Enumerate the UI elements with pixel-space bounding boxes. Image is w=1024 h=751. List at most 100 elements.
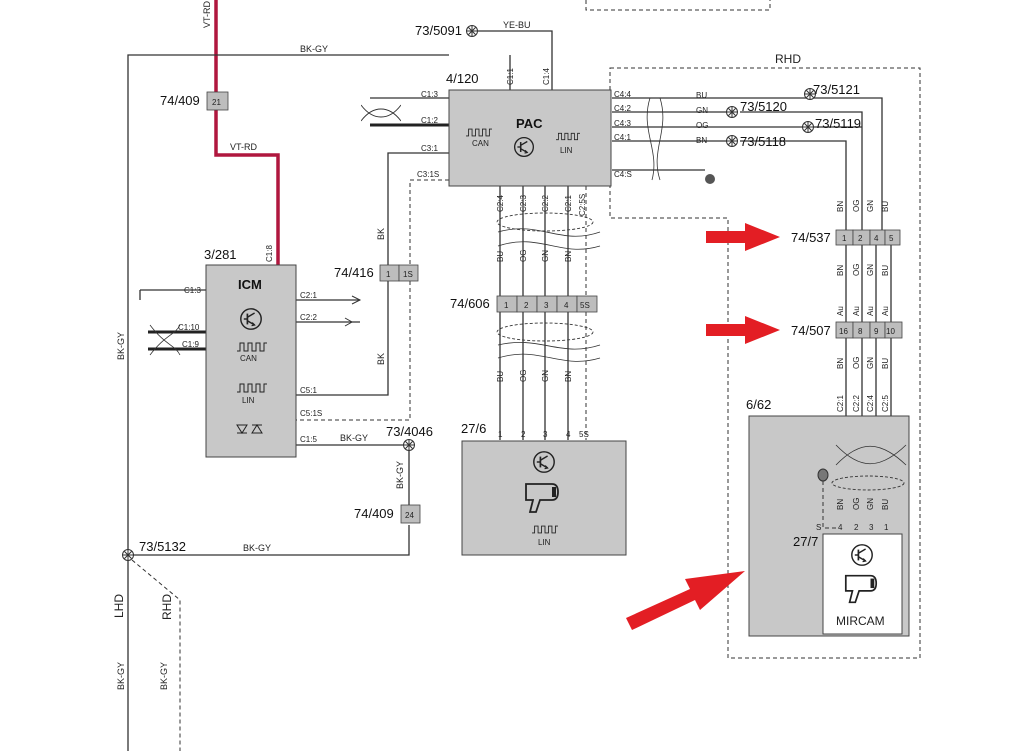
splice-5118-label: 73/5118 xyxy=(740,134,786,149)
icm-pin-c15: C1:5 xyxy=(300,435,317,444)
c74-507-pin-8: 8 xyxy=(858,327,863,336)
pac-pin-c21: C2:1 xyxy=(564,195,573,212)
splice-4046-label: 73/4046 xyxy=(386,424,433,439)
icm-title: ICM xyxy=(238,277,262,292)
camunit-pin-c24: C2:4 xyxy=(866,395,875,412)
pac-bottom-wires xyxy=(499,186,587,440)
pac-pin-c13: C1:3 xyxy=(421,90,438,99)
label-gn-pb1: GN xyxy=(541,250,550,262)
pac-pin-c31s: C3:1S xyxy=(417,170,439,179)
connector-74-537 xyxy=(835,229,901,246)
c74-537-label: 74/537 xyxy=(791,230,831,245)
splice-5091 xyxy=(466,25,478,37)
label-bn-r1: BN xyxy=(836,201,845,212)
label-rhd-left: RHD xyxy=(160,594,174,620)
label-bn-r4: BN xyxy=(836,499,845,510)
icm-pin-c110: C1:10 xyxy=(178,323,200,332)
c74-409-bot-pin: 24 xyxy=(405,511,414,520)
label-bu-r3: BU xyxy=(881,358,890,369)
connector-74-416 xyxy=(379,264,419,282)
label-vt-rd-mid: VT-RD xyxy=(230,142,258,152)
label-og-c43: OG xyxy=(696,121,708,130)
c74-606-pin-3: 3 xyxy=(544,301,549,310)
icm-module xyxy=(205,264,297,458)
c74-416-label: 74/416 xyxy=(334,265,374,280)
mircam-id: 27/7 xyxy=(793,534,818,549)
label-og-r3: OG xyxy=(852,357,861,369)
icm-diode-symbol xyxy=(236,424,263,434)
c74-416-pin-1s: 1S xyxy=(403,270,413,279)
mircam-pin-1: 1 xyxy=(884,523,889,532)
splice-5120 xyxy=(726,106,738,118)
splice-5132 xyxy=(122,549,134,561)
label-bu-pb1: BU xyxy=(496,251,505,262)
splice-5091-label: 73/5091 xyxy=(415,23,462,38)
red-annotation-arrows xyxy=(626,223,780,630)
label-og-pb2: OG xyxy=(519,370,528,382)
c74-606-label: 74/606 xyxy=(450,296,490,311)
icm-lin-label: LIN xyxy=(242,396,255,405)
label-og-pb1: OG xyxy=(519,250,528,262)
pac-pin-c4s: C4:S xyxy=(614,170,632,179)
pac-pin-c23: C2:3 xyxy=(519,195,528,212)
label-bu-pb2: BU xyxy=(496,371,505,382)
mircam-title: MIRCAM xyxy=(836,614,885,628)
icm-pin-c19: C1:9 xyxy=(182,340,199,349)
c74-606-pin-2: 2 xyxy=(524,301,529,310)
pac-pin-c22: C2:2 xyxy=(541,195,550,212)
icm-pin-c22: C2:2 xyxy=(300,313,317,322)
cam1-pin-2: 2 xyxy=(521,430,526,439)
label-au-3: Au xyxy=(866,306,875,316)
label-gn-pb2: GN xyxy=(541,370,550,382)
arrow-to-6-62 xyxy=(626,571,745,630)
pac-pin-c14: C1:4 xyxy=(542,68,551,85)
pac-pin-c44: C4:4 xyxy=(614,90,631,99)
camunit-pin-c25: C2:5 xyxy=(881,395,890,412)
label-bu-r4: BU xyxy=(881,499,890,510)
label-bn-r3: BN xyxy=(836,358,845,369)
label-og-r4: OG xyxy=(852,498,861,510)
c74-507-pin-16: 16 xyxy=(839,327,848,336)
connector-74-409-bottom xyxy=(400,504,421,524)
label-gn-r1: GN xyxy=(866,200,875,212)
label-bu-r2: BU xyxy=(881,265,890,276)
splice-5132-label: 73/5132 xyxy=(139,539,186,554)
mircam-pin-4: 4 xyxy=(838,523,843,532)
pac-pin-c12: C1:2 xyxy=(421,116,438,125)
splice-5120-label: 73/5120 xyxy=(740,99,787,114)
c74-507-label: 74/507 xyxy=(791,323,831,338)
connector-74-507 xyxy=(835,321,903,339)
label-bk-gy-lhd: BK-GY xyxy=(116,662,126,690)
cam1-pin-1: 1 xyxy=(498,430,503,439)
label-bk-gy-left: BK-GY xyxy=(116,332,126,360)
camera-27-6 xyxy=(461,440,627,556)
label-bk-gy-icm: BK-GY xyxy=(340,433,368,443)
label-bk-gy-top: BK-GY xyxy=(300,44,328,54)
label-au-2: Au xyxy=(852,306,861,316)
label-gn-r3: GN xyxy=(866,357,875,369)
splice-5119 xyxy=(802,121,814,133)
label-gn-r4: GN xyxy=(866,498,875,510)
c74-416-pin-1: 1 xyxy=(386,270,391,279)
pac-id: 4/120 xyxy=(446,71,479,86)
icm-pin-c13: C1:3 xyxy=(184,286,201,295)
label-og-r2: OG xyxy=(852,264,861,276)
connector-74-606 xyxy=(496,295,598,313)
rhd-region-border xyxy=(609,67,921,659)
mircam-pin-2: 2 xyxy=(854,523,859,532)
pac-pin-c24: C2:4 xyxy=(496,195,505,212)
label-bn-r2: BN xyxy=(836,265,845,276)
mircam-pin-3: 3 xyxy=(869,523,874,532)
label-bk-upper: BK xyxy=(376,228,386,240)
label-rhd-right: RHD xyxy=(775,52,801,66)
splice-4046 xyxy=(403,439,415,451)
label-au-1: Au xyxy=(836,306,845,316)
cam1-lin-label: LIN xyxy=(538,538,551,547)
pac-pin-c43: C4:3 xyxy=(614,119,631,128)
arrow-to-74-537 xyxy=(706,223,780,251)
icm-pin-c18: C1:8 xyxy=(265,245,274,262)
label-bk-gy-4046: BK-GY xyxy=(395,461,405,489)
cam1-pin-5s: 5S xyxy=(579,430,589,439)
icm-pin-c21: C2:1 xyxy=(300,291,317,300)
